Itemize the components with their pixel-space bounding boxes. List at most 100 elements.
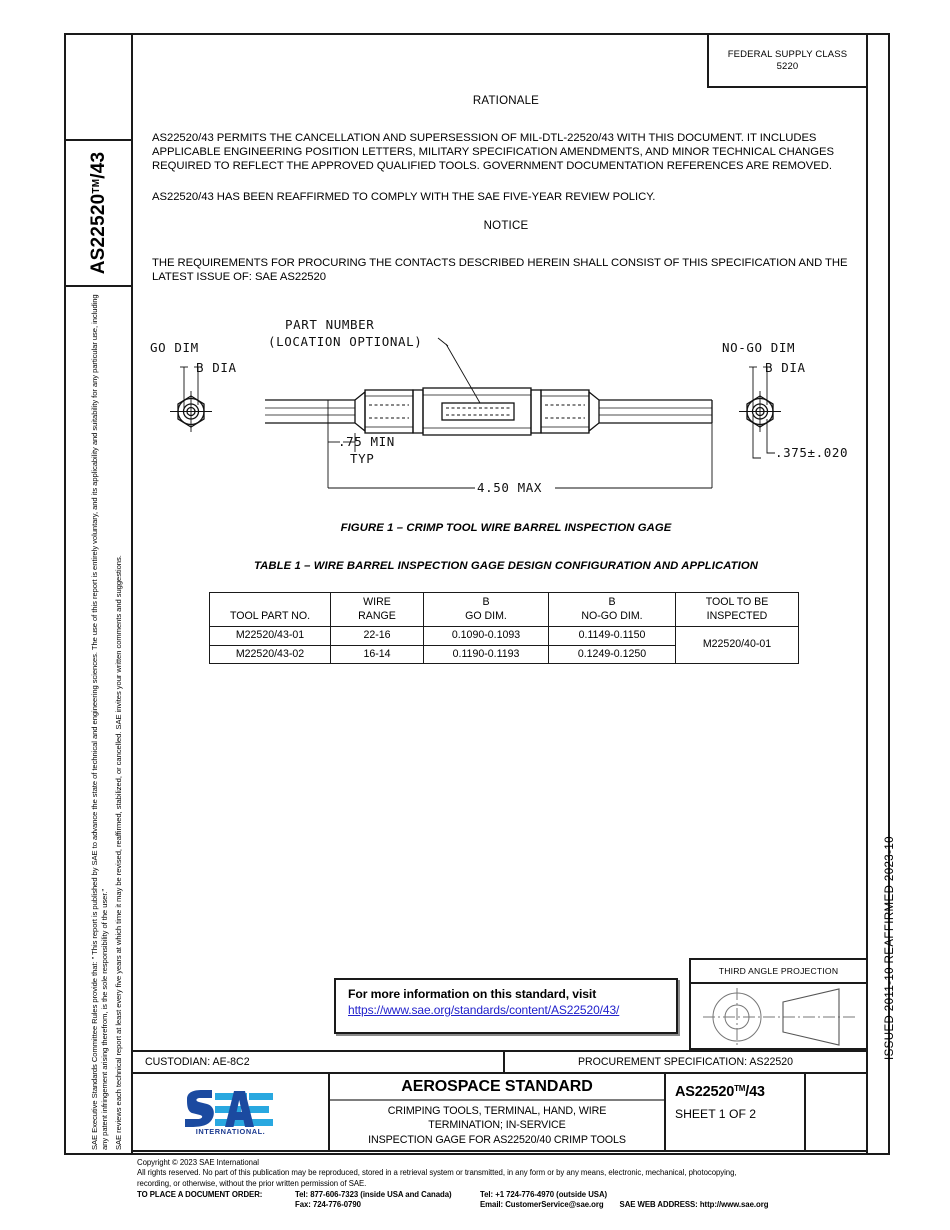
document-subtitle-l3: INSPECTION GAGE FOR AS22520/40 CRIMP TOO… xyxy=(368,1133,626,1146)
customer-service-email: Email: CustomerService@sae.org xyxy=(480,1200,604,1210)
spec-number-tab-label: AS22520TM/43 xyxy=(88,152,110,275)
cell-b-go-dim: 0.1190-0.1193 xyxy=(423,644,549,664)
tol-leader-a xyxy=(752,415,761,459)
part-number-label-line2: (LOCATION OPTIONAL) xyxy=(268,334,423,349)
standard-url-link[interactable]: https://www.sae.org/standards/content/AS… xyxy=(348,1003,620,1017)
part-number-label-line1: PART NUMBER xyxy=(285,317,375,332)
sae-international-label: INTERNATIONAL. xyxy=(195,1127,266,1136)
left-taper xyxy=(354,390,366,433)
th-b-no-go-dim-l1: B xyxy=(608,596,616,608)
issue-dates-label: ISSUED 2011-10 REAFFIRMED 2023-10 xyxy=(884,836,896,1060)
spec-number-tm: TM xyxy=(734,1084,746,1093)
third-angle-projection-symbol xyxy=(691,984,866,1050)
title-block-spec-cell: AS22520TM/43 SHEET 1 OF 2 xyxy=(666,1074,806,1150)
cell-b-no-go-dim: 0.1249-0.1250 xyxy=(548,644,676,664)
th-wire-range-l2: RANGE xyxy=(358,609,396,622)
right-margin-divider xyxy=(866,33,868,1155)
document-subtitle: CRIMPING TOOLS, TERMINAL, HAND, WIRE TER… xyxy=(330,1101,664,1150)
figure-1-caption: FIGURE 1 – CRIMP TOOL WIRE BARREL INSPEC… xyxy=(340,522,672,534)
notice-paragraph-1: THE REQUIREMENTS FOR PROCURING THE CONTA… xyxy=(152,256,848,284)
projection-symbol-svg xyxy=(703,988,857,1046)
th-b-go-dim-l1: B xyxy=(482,596,490,608)
tolerance-right-label: .375±.020 xyxy=(775,445,849,460)
sheet-number-label: SHEET 1 OF 2 xyxy=(675,1107,757,1121)
part-number-marking-flat xyxy=(441,402,515,421)
projection-cone-trapezoid xyxy=(782,988,840,1046)
more-information-box: For more information on this standard, v… xyxy=(334,978,678,1034)
right-taper xyxy=(588,390,600,433)
document-body: RATIONALE AS22520/43 PERMITS THE CANCELL… xyxy=(152,95,860,284)
part-number-leader-arrow xyxy=(437,337,449,347)
tel-outside-usa: Tel: +1 724-776-4970 (outside USA) xyxy=(480,1189,608,1199)
legal-paragraph-2: SAE reviews each technical report at lea… xyxy=(114,555,123,1150)
copyright-footer: Copyright © 2023 SAE International All r… xyxy=(137,1158,897,1210)
procurement-specification-label: PROCUREMENT SPECIFICATION: AS22520 xyxy=(577,1056,794,1068)
cell-wire-range: 16-14 xyxy=(330,644,424,664)
legal-notice-margin: SAE Executive Standards Committee Rules … xyxy=(66,292,131,1154)
th-b-go-dim: B GO DIM. xyxy=(423,592,549,627)
fsc-label: FEDERAL SUPPLY CLASS xyxy=(727,48,848,60)
third-angle-projection-box: THIRD ANGLE PROJECTION xyxy=(689,958,866,1050)
hex-segment-3 xyxy=(540,389,590,434)
spec-number-prefix: AS22520 xyxy=(675,1084,735,1100)
collar-1 xyxy=(412,389,424,434)
document-subtitle-l2: TERMINATION; IN-SERVICE xyxy=(428,1119,566,1132)
table-row: M22520/43-02 16-14 0.1190-0.1193 0.1249-… xyxy=(209,644,799,664)
rationale-paragraph-1: AS22520/43 PERMITS THE CANCELLATION AND … xyxy=(152,132,834,173)
order-info-row-2: Fax: 724-776-0790 Email: CustomerService… xyxy=(137,1200,897,1210)
table-header-row: TOOL PART NO. WIRE RANGE B GO DIM. B NO-… xyxy=(209,592,799,627)
th-tool-part-no-l2: TOOL PART NO. xyxy=(229,609,311,622)
federal-supply-class-box: FEDERAL SUPPLY CLASS 5220 xyxy=(707,35,866,88)
min-typ-label-line2: TYP xyxy=(350,451,375,466)
rationale-heading: RATIONALE xyxy=(472,95,540,107)
spec-number-tab: AS22520TM/43 xyxy=(66,139,131,287)
fsc-number: 5220 xyxy=(776,60,799,72)
go-dim-label: GO DIM xyxy=(150,340,199,355)
order-info-row-1: TO PLACE A DOCUMENT ORDER: Tel: 877-606-… xyxy=(137,1190,897,1200)
third-angle-projection-label: THIRD ANGLE PROJECTION xyxy=(691,960,866,984)
sae-logo-svg xyxy=(184,1090,273,1127)
title-block-blank-cell xyxy=(806,1074,866,1150)
fax-number: Fax: 724-776-0790 xyxy=(295,1200,361,1210)
spec-tab-tm: TM xyxy=(90,178,102,194)
rights-line-2: recording, or otherwise, without the pri… xyxy=(137,1178,367,1188)
title-block-title-cell: AEROSPACE STANDARD CRIMPING TOOLS, TERMI… xyxy=(330,1074,666,1150)
legal-paragraph-1: SAE Executive Standards Committee Rules … xyxy=(90,294,110,1150)
min-typ-label-line1: .75 MIN xyxy=(338,434,395,449)
custodian-label: CUSTODIAN: AE-8C2 xyxy=(133,1052,505,1072)
custodian-procurement-row: CUSTODIAN: AE-8C2 PROCUREMENT SPECIFICAT… xyxy=(133,1050,866,1074)
collar-2 xyxy=(530,389,542,434)
th-tool-to-be-inspected: TOOL TO BE INSPECTED xyxy=(675,592,799,627)
page-border-frame xyxy=(64,33,890,1155)
tol-leader-b xyxy=(766,419,775,454)
document-subtitle-l1: CRIMPING TOOLS, TERMINAL, HAND, WIRE xyxy=(387,1104,607,1117)
sae-logo: INTERNATIONAL. xyxy=(184,1089,277,1136)
more-information-label: For more information on this standard, v… xyxy=(348,987,597,1001)
cell-tool-part-no: M22520/43-02 xyxy=(209,644,331,664)
cell-wire-range: 22-16 xyxy=(330,626,424,646)
cell-tool-part-no: M22520/43-01 xyxy=(209,626,331,646)
th-b-go-dim-l2: GO DIM. xyxy=(465,609,507,622)
spec-tab-suffix: /43 xyxy=(87,151,109,179)
cell-b-no-go-dim: 0.1149-0.1150 xyxy=(548,626,676,646)
length-max-label: 4.50 MAX xyxy=(477,480,543,495)
th-b-no-go-dim-l2: NO-GO DIM. xyxy=(581,609,643,622)
th-wire-range: WIRE RANGE xyxy=(330,592,424,627)
title-block-logo-cell: INTERNATIONAL. xyxy=(133,1074,330,1150)
document-title-block: INTERNATIONAL. AEROSPACE STANDARD CRIMPI… xyxy=(133,1074,866,1152)
order-label: TO PLACE A DOCUMENT ORDER: xyxy=(137,1189,263,1199)
th-tool-part-no: TOOL PART NO. xyxy=(209,592,331,627)
notice-heading: NOTICE xyxy=(483,219,529,232)
cell-b-go-dim: 0.1090-0.1093 xyxy=(423,626,549,646)
crimp-tool-gage-drawing: GO DIM B DIA PART NUMBER (LOCATION OPTIO… xyxy=(150,312,860,507)
rationale-paragraph-2: AS22520/43 HAS BEEN REAFFIRMED TO COMPLY… xyxy=(152,190,656,203)
b-dia-right-label: B DIA xyxy=(765,360,806,375)
th-tool-insp-l1: TOOL TO BE xyxy=(705,596,769,608)
wire-barrel-gage-table: TOOL PART NO. WIRE RANGE B GO DIM. B NO-… xyxy=(209,592,799,664)
b-dia-left-label: B DIA xyxy=(196,360,237,375)
spec-tab-prefix: AS22520 xyxy=(87,193,109,275)
issue-dates-margin: ISSUED 2011-10 REAFFIRMED 2023-10 xyxy=(868,700,896,1060)
th-b-no-go-dim: B NO-GO DIM. xyxy=(548,592,676,627)
th-tool-part-no-l1 xyxy=(216,596,324,610)
th-wire-range-l1: WIRE xyxy=(363,596,391,608)
